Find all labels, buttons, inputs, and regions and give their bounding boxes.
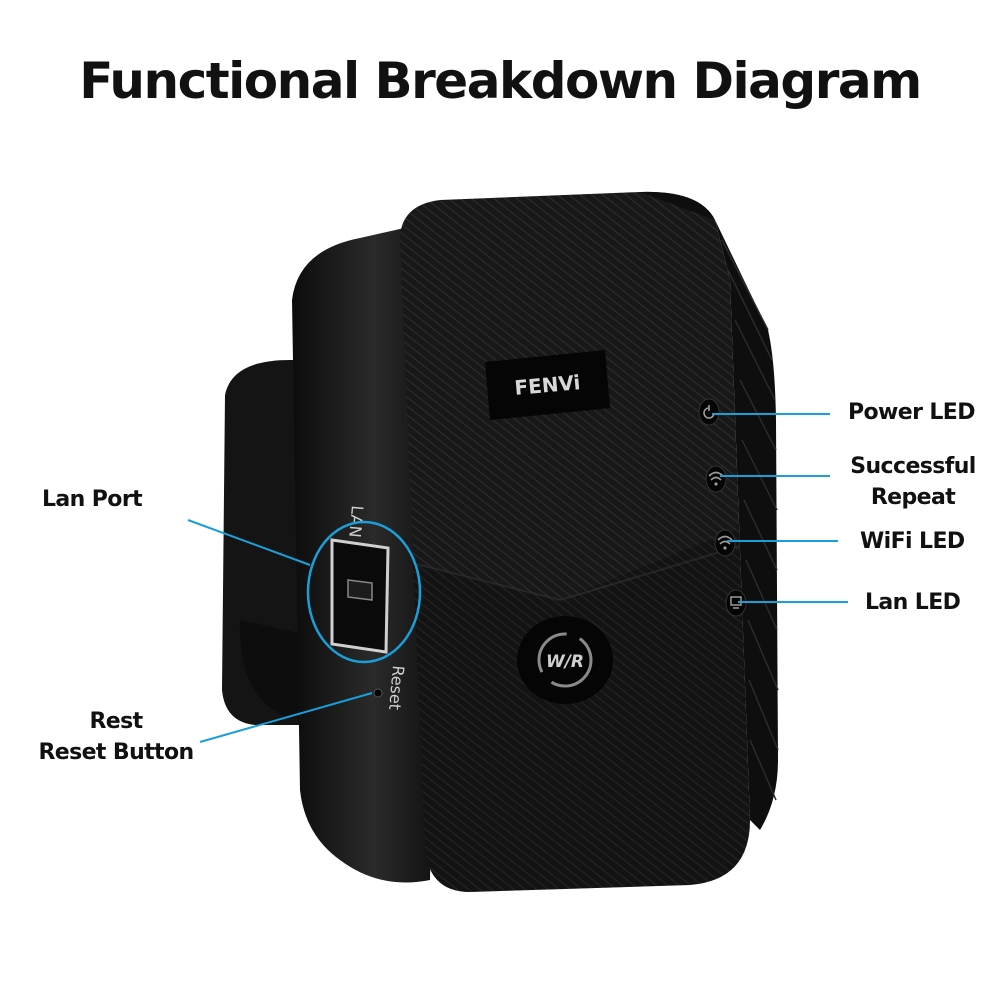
power-led-label: Power LED [848, 400, 976, 425]
lan-port-callout-label: Lan Port [42, 487, 143, 512]
wifi-led-label: WiFi LED [860, 529, 965, 554]
callout-lines [187, 413, 848, 743]
repeat-led [705, 465, 727, 493]
lan-port-highlight [306, 520, 422, 664]
lan-port[interactable] [330, 538, 390, 654]
lan-led-label: Lan LED [865, 590, 961, 615]
diagram-title: Functional Breakdown Diagram [79, 52, 922, 110]
wr-button[interactable] [517, 616, 613, 704]
wifi-led [714, 529, 736, 557]
power-led [698, 398, 720, 426]
wr-button-ring [537, 632, 593, 688]
reset-button-label: Rest Reset Button [38, 709, 194, 765]
callout-line-reset [199, 692, 373, 743]
brand-badge [485, 350, 610, 420]
callout-line-lan-port [187, 519, 311, 566]
brand-logo: FENVi [513, 370, 581, 400]
successful-repeat-label: Successful Repeat [850, 454, 976, 510]
reset-label: Reset [385, 665, 408, 711]
wr-button-label: W/R [546, 652, 584, 672]
front-face-shading [400, 520, 750, 892]
device-right-edge [640, 191, 778, 830]
reset-pinhole[interactable] [373, 688, 383, 698]
